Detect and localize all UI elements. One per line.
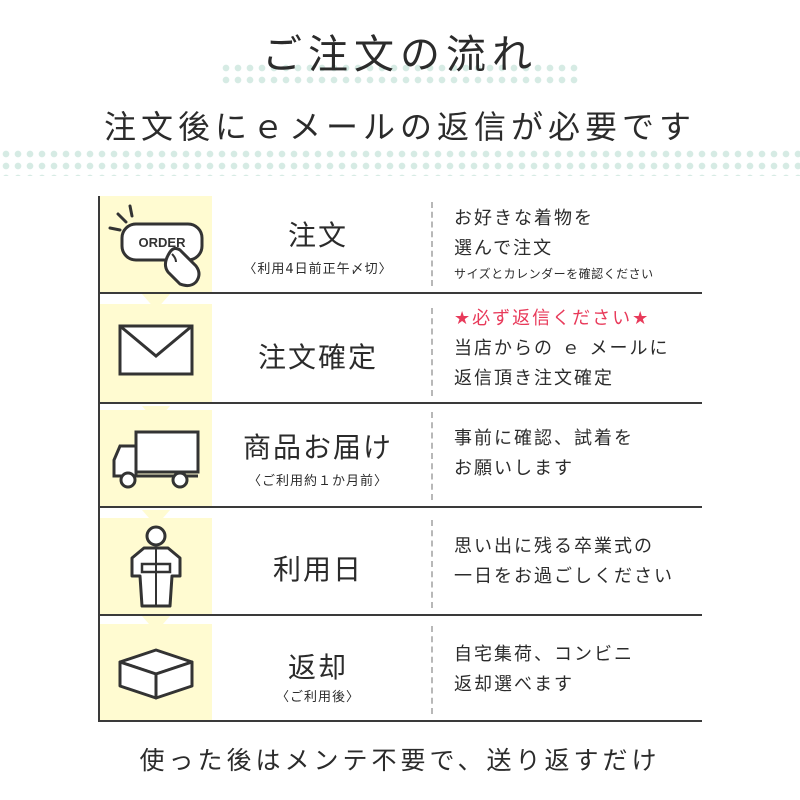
step-2-alert: ★必ず返信ください★ [454,308,651,329]
envelope-icon [118,324,194,376]
step-3-subtitle: 〈ご利用約１か月前〉 [247,474,388,489]
row-divider [98,402,702,404]
truck-icon [112,430,200,489]
table-bottom-border [98,720,702,722]
step-1-subtitle: 〈利用4日前正午〆切〉 [243,262,393,277]
step-2-description: ★必ず返信ください★ 当店からの ｅ メールに 返信頂き注文確定 [454,304,699,394]
row-divider [98,614,702,616]
step-4-desc-line: 一日をお過ごしください [454,566,674,587]
step-1-note: サイズとカレンダーを確認ください [454,267,654,281]
order-button-label: ORDER [139,235,187,250]
column-divider [431,308,433,396]
column-divider [431,626,433,714]
step-2-desc-line: 返信頂き注文確定 [454,368,614,389]
page-title: ご注文の流れ [262,32,538,78]
step-3-desc-line: 事前に確認、試着を [454,428,634,449]
footer-text: 使った後はメンテ不要で、送り返すだけ [139,746,661,775]
step-5-desc-line: 自宅集荷、コンビニ [454,644,634,665]
order-flow-table: ORDER 注文 〈利用4日前正午〆切〉 お好きな着物を 選んで注文 サイズとカ… [98,196,702,722]
kimono-person-icon [130,525,182,608]
step-4-desc-line: 思い出に残る卒業式の [454,536,654,557]
table-left-border [98,196,100,722]
step-3-description: 事前に確認、試着を お願いします [454,424,699,484]
step-1-description: お好きな着物を 選んで注文 サイズとカレンダーを確認ください [454,204,699,284]
step-5-subtitle: 〈ご利用後〉 [275,690,360,705]
column-divider [431,202,433,286]
dot-band-top [220,62,580,84]
step-5-desc-line: 返却選べます [454,674,574,695]
row-divider [98,292,702,294]
step-1-desc-line: お好きな着物を [454,208,594,229]
step-5-description: 自宅集荷、コンビニ 返却選べます [454,640,699,700]
step-1-desc-line: 選んで注文 [454,238,554,259]
column-divider [431,520,433,608]
step-3-title: 商品お届け [242,431,393,464]
step-3-desc-line: お願いします [454,458,574,479]
dot-band-middle [0,148,800,176]
step-4-title: 利用日 [272,553,363,586]
step-2-desc-line: 当店からの ｅ メールに [454,338,670,359]
column-divider [431,412,433,500]
step-2-title: 注文確定 [257,341,378,374]
step-1-title: 注文 [287,219,348,252]
box-icon [118,648,194,700]
row-divider [98,506,702,508]
page-subtitle: 注文後にｅメールの返信が必要です [103,108,696,146]
step-5-title: 返却 [287,651,348,684]
step-4-description: 思い出に残る卒業式の 一日をお過ごしください [454,532,699,592]
order-button-icon: ORDER [108,204,204,288]
